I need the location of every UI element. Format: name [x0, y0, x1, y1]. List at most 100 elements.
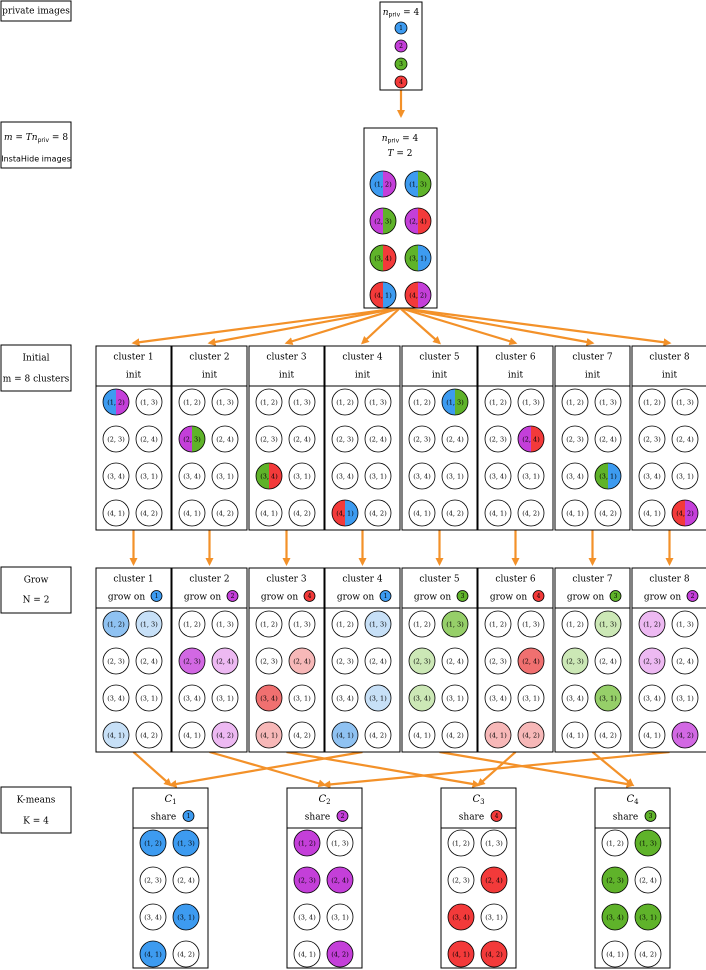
- circle-shape: [102, 425, 130, 453]
- dot-shape: [394, 75, 408, 89]
- pair-circle: (4, 1): [255, 499, 283, 527]
- pair-label: (3, 4): [606, 914, 624, 922]
- kmeans-label-line1: K-means: [17, 796, 56, 806]
- left-half: [103, 389, 116, 415]
- pair-label: (3, 1): [409, 255, 427, 263]
- circle-shape: [480, 866, 508, 894]
- pair-circle: (1, 2): [178, 610, 206, 638]
- right-half: [345, 500, 358, 526]
- circle-shape: [594, 388, 622, 416]
- pair-circle: (2, 4): [211, 425, 239, 453]
- pair-circle: (4, 1): [139, 940, 167, 968]
- pair-circle: (1, 2): [255, 610, 283, 638]
- grow-target-dot: 1: [379, 590, 392, 602]
- pair-label: (4, 1): [566, 732, 584, 740]
- pair-label: (1, 3): [522, 621, 540, 629]
- pair-label: (3, 4): [413, 695, 431, 703]
- pair-label: (4, 2): [446, 732, 464, 740]
- left-half: [256, 463, 269, 489]
- pair-circle: (1, 2): [331, 610, 359, 638]
- pair-circle: (4, 1): [255, 721, 283, 749]
- dot-shape: [609, 590, 622, 602]
- pair-circle: (3, 4): [102, 462, 130, 490]
- pair-circle: (1, 3): [480, 829, 508, 857]
- private-image-dot: 3: [394, 57, 408, 71]
- pair-circle: (2, 4): [135, 425, 163, 453]
- pair-label: (2, 4): [676, 436, 694, 444]
- pair-circle: (4, 1): [638, 499, 666, 527]
- pair-label: (4, 2): [522, 732, 540, 740]
- pair-circle: (2, 4): [594, 425, 622, 453]
- dot-shape: [456, 590, 469, 602]
- pair-label: (2, 4): [293, 658, 311, 666]
- pair-circle: (3, 1): [288, 462, 316, 490]
- pair-label: (1, 3): [293, 621, 311, 629]
- right-half: [383, 282, 396, 308]
- circle-shape: [638, 647, 666, 675]
- right-half: [685, 500, 698, 526]
- circle-shape: [288, 684, 316, 712]
- pair-label: (1, 3): [676, 621, 694, 629]
- dot-label: 1: [155, 593, 159, 600]
- circle-outline: [594, 462, 622, 490]
- pair-label: (4, 2): [293, 732, 311, 740]
- pair-circle: (2, 3): [331, 647, 359, 675]
- arrow-instahide-to-cluster-4: [361, 307, 401, 345]
- circle-shape: [671, 388, 699, 416]
- cluster-title: cluster 4: [342, 353, 382, 363]
- pair-circle: (1, 3): [671, 610, 699, 638]
- kmeans-sub: share: [459, 813, 484, 823]
- init-cluster-header: [171, 345, 248, 387]
- circle-shape: [638, 388, 666, 416]
- pair-label: (1, 2): [566, 399, 584, 407]
- init-cluster-header: [248, 345, 325, 387]
- circle-shape: [517, 462, 545, 490]
- pair-circle: (1, 2): [638, 610, 666, 638]
- pair-label: (2, 4): [676, 658, 694, 666]
- circle-shape: [561, 425, 589, 453]
- pair-label: (4, 1): [643, 732, 661, 740]
- pair-label: (2, 4): [177, 877, 195, 885]
- circle-outline: [441, 388, 469, 416]
- circle-shape: [594, 610, 622, 638]
- pair-circle: (3, 4): [255, 684, 283, 712]
- pair-circle: (2, 3): [102, 425, 130, 453]
- dot-label: 4: [399, 79, 403, 86]
- circle-outline: [331, 499, 359, 527]
- circle-shape: [331, 721, 359, 749]
- pair-label: (4, 1): [107, 510, 125, 518]
- circle-shape: [517, 721, 545, 749]
- pair-label: (4, 1): [260, 732, 278, 740]
- circle-shape: [441, 425, 469, 453]
- pair-circle: (2, 4): [594, 647, 622, 675]
- circle-shape: [293, 940, 321, 968]
- mixed-circle: (1, 3): [404, 170, 432, 198]
- pair-label: (3, 1): [446, 695, 464, 703]
- pair-circle: (1, 2): [484, 388, 512, 416]
- kmeans-share-dot: 4: [490, 810, 503, 822]
- pair-circle: (4, 2): [671, 721, 699, 749]
- pair-label: (2, 3): [183, 658, 201, 666]
- pair-label: (4, 2): [177, 951, 195, 959]
- arrow-grow-6-to-kmeans-3: [477, 751, 517, 787]
- circle-shape: [634, 940, 662, 968]
- pair-label: (3, 4): [298, 914, 316, 922]
- dot-shape: [226, 590, 239, 602]
- pair-circle: (1, 3): [135, 610, 163, 638]
- pair-label: (2, 4): [446, 658, 464, 666]
- mixed-circle: (2, 3): [178, 425, 206, 453]
- circle-shape: [255, 647, 283, 675]
- pair-label: (2, 3): [183, 436, 201, 444]
- pair-circle: (4, 2): [441, 721, 469, 749]
- pair-circle: (4, 1): [638, 721, 666, 749]
- pair-label: (2, 3): [489, 436, 507, 444]
- circle-shape: [102, 647, 130, 675]
- dot-shape: [394, 39, 408, 53]
- pair-label: (2, 3): [643, 436, 661, 444]
- circle-shape: [172, 903, 200, 931]
- pair-circle: (3, 4): [484, 462, 512, 490]
- pair-label: (4, 1): [413, 732, 431, 740]
- pair-label: (2, 4): [599, 436, 617, 444]
